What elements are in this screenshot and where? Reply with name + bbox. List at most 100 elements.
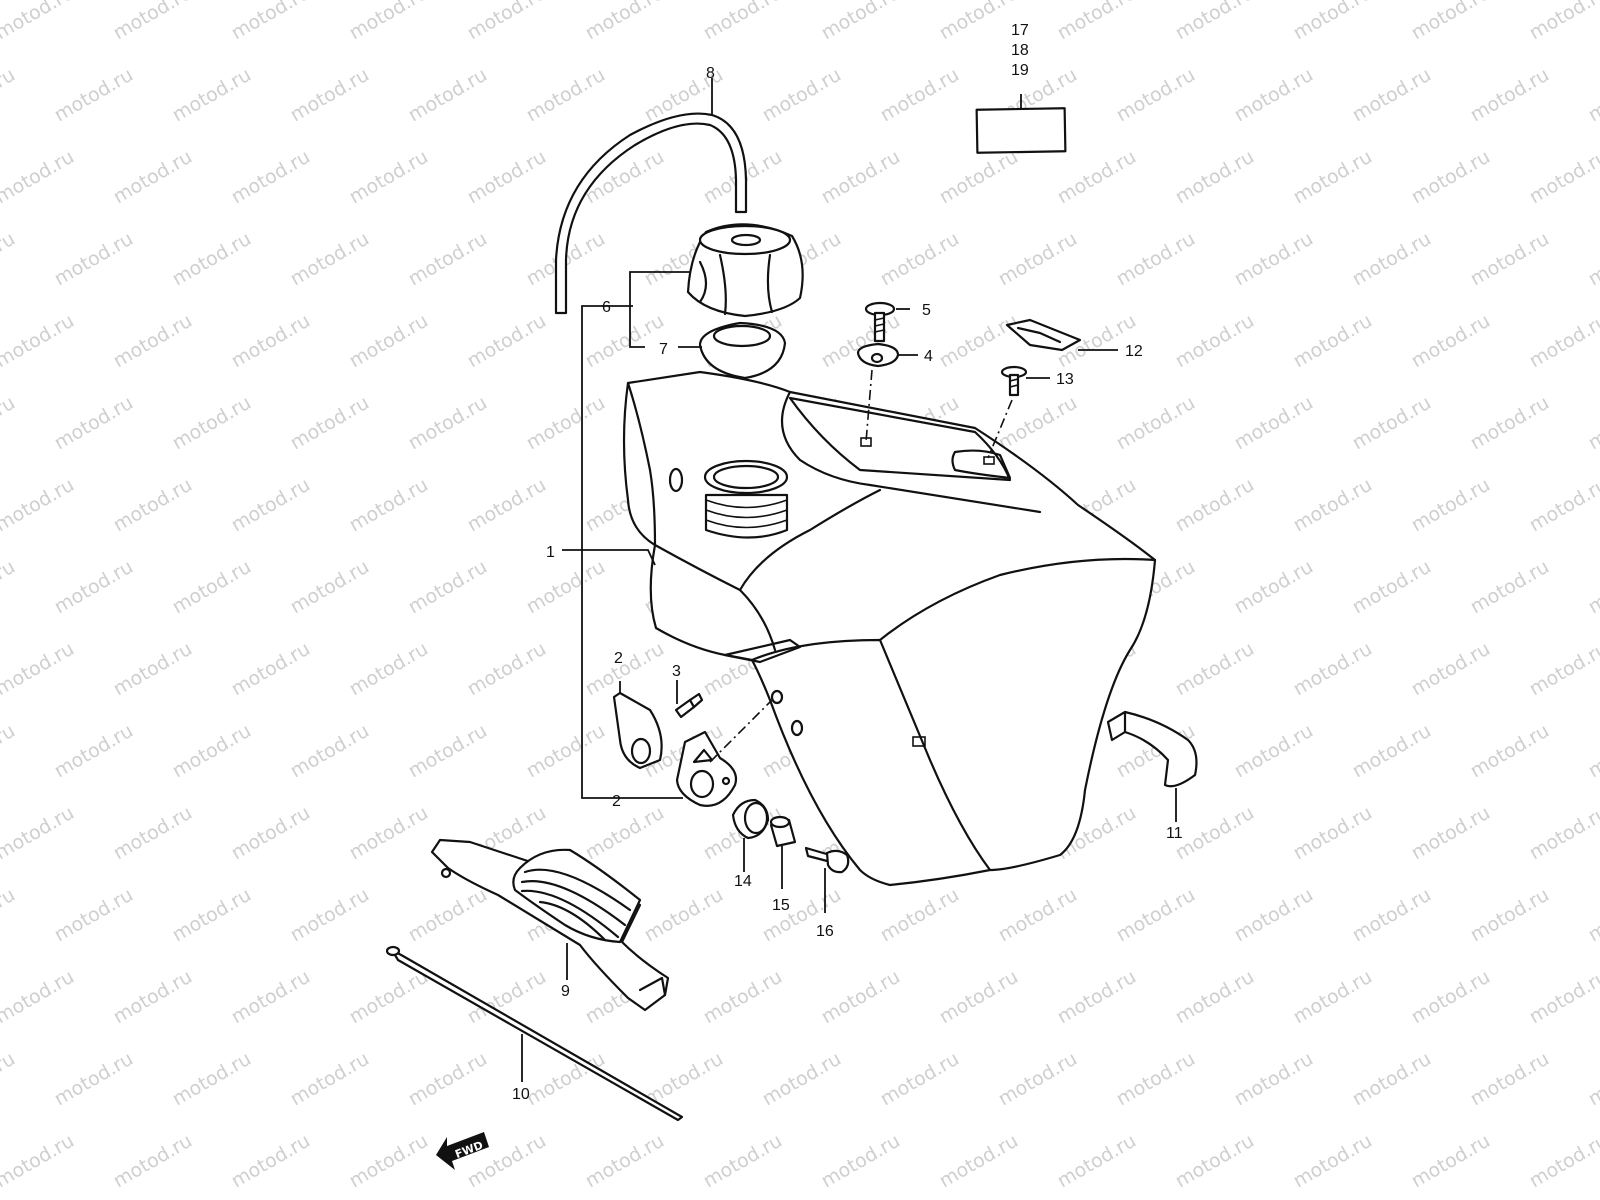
watermark-text: motod.ru: [0, 1130, 78, 1193]
watermark-text: motod.ru: [1290, 1130, 1376, 1193]
watermark-text: motod.ru: [0, 64, 19, 127]
watermark-text: motod.ru: [877, 228, 963, 291]
fuel-cap: [686, 223, 804, 318]
watermark-text: motod.ru: [287, 392, 373, 455]
watermark-text: motod.ru: [1585, 720, 1600, 783]
watermark-text: motod.ru: [1526, 0, 1600, 44]
watermark-text: motod.ru: [464, 638, 550, 701]
watermark-text: motod.ru: [169, 884, 255, 947]
watermark-text: motod.ru: [464, 0, 550, 44]
watermark-text: motod.ru: [405, 884, 491, 947]
watermark-text: motod.ru: [759, 64, 845, 127]
watermark-text: motod.ru: [1054, 146, 1140, 209]
watermark-text: motod.ru: [1290, 310, 1376, 373]
watermark-text: motod.ru: [405, 1048, 491, 1111]
watermark-text: motod.ru: [936, 146, 1022, 209]
watermark-text: motod.ru: [1172, 802, 1258, 865]
watermark-text: motod.ru: [1467, 720, 1553, 783]
watermark-text: motod.ru: [818, 0, 904, 44]
callout-4: 4: [924, 348, 933, 365]
watermark-text: motod.ru: [228, 0, 314, 44]
watermark-text: motod.ru: [0, 1048, 19, 1111]
watermark-text: motod.ru: [936, 1130, 1022, 1193]
watermark-text: motod.ru: [1526, 802, 1600, 865]
watermark-text: motod.ru: [169, 64, 255, 127]
watermark-text: motod.ru: [51, 720, 137, 783]
watermark-text: motod.ru: [1467, 884, 1553, 947]
watermark-text: motod.ru: [110, 1130, 196, 1193]
watermark-text: motod.ru: [1113, 64, 1199, 127]
watermark-text: motod.ru: [228, 474, 314, 537]
watermark-text: motod.ru: [582, 638, 668, 701]
label-plate: [975, 107, 1067, 154]
watermark-text: motod.ru: [1113, 1048, 1199, 1111]
watermark-text: motod.ru: [1290, 146, 1376, 209]
watermark-text: motod.ru: [287, 1048, 373, 1111]
watermark-text: motod.ru: [1231, 556, 1317, 619]
watermark-text: motod.ru: [523, 556, 609, 619]
watermark-text: motod.ru: [1172, 0, 1258, 44]
watermark-text: motod.ru: [1408, 310, 1494, 373]
watermark-text: motod.ru: [700, 0, 786, 44]
cable-tie-10: [385, 945, 684, 1122]
cap-gasket: [698, 321, 787, 380]
callout-1: 1: [546, 544, 555, 561]
watermark-text: motod.ru: [700, 966, 786, 1029]
watermark-text: motod.ru: [0, 228, 19, 291]
watermark-text: motod.ru: [51, 556, 137, 619]
watermark-text: motod.ru: [110, 0, 196, 44]
watermark-text: motod.ru: [877, 884, 963, 947]
watermark-text: motod.ru: [582, 802, 668, 865]
callout-17: 17: [1011, 22, 1029, 39]
callout-12: 12: [1125, 343, 1143, 360]
watermark-text: motod.ru: [1585, 556, 1600, 619]
watermark-text: motod.ru: [1467, 64, 1553, 127]
bracket-2-lower: [675, 730, 738, 807]
watermark-text: motod.ru: [0, 802, 78, 865]
watermark-text: motod.ru: [1172, 310, 1258, 373]
watermark-text: motod.ru: [1290, 0, 1376, 44]
watermark-text: motod.ru: [818, 1130, 904, 1193]
watermark-text: motod.ru: [1408, 966, 1494, 1029]
watermark-text: motod.ru: [1231, 1048, 1317, 1111]
bolt-13: [1000, 365, 1028, 397]
watermark-text: motod.ru: [110, 474, 196, 537]
watermark-text: motod.ru: [110, 146, 196, 209]
watermark-text: motod.ru: [1467, 556, 1553, 619]
watermark-text: motod.ru: [0, 638, 78, 701]
watermark-text: motod.ru: [0, 720, 19, 783]
callout-15: 15: [772, 897, 790, 914]
watermark-text: motod.ru: [169, 720, 255, 783]
watermark-text: motod.ru: [1231, 64, 1317, 127]
watermark-text: motod.ru: [346, 146, 432, 209]
watermark-text: motod.ru: [1408, 0, 1494, 44]
watermark-text: motod.ru: [346, 474, 432, 537]
watermark-text: motod.ru: [110, 802, 196, 865]
callout-3: 3: [672, 663, 681, 680]
watermark-text: motod.ru: [1290, 966, 1376, 1029]
watermark-text: motod.ru: [641, 884, 727, 947]
watermark-text: motod.ru: [995, 884, 1081, 947]
watermark-text: motod.ru: [1290, 638, 1376, 701]
watermark-text: motod.ru: [582, 310, 668, 373]
watermark-text: motod.ru: [1349, 720, 1435, 783]
watermark-text: motod.ru: [1526, 310, 1600, 373]
watermark-text: motod.ru: [228, 1130, 314, 1193]
watermark-text: motod.ru: [51, 1048, 137, 1111]
watermark-text: motod.ru: [877, 1048, 963, 1111]
rubber-strap-9: [430, 838, 670, 1012]
watermark-text: motod.ru: [51, 228, 137, 291]
watermark-text: motod.ru: [228, 146, 314, 209]
watermark-text: motod.ru: [405, 720, 491, 783]
watermark-text: motod.ru: [169, 392, 255, 455]
breather-hose: [554, 112, 748, 315]
watermark-text: motod.ru: [228, 638, 314, 701]
callout-16: 16: [816, 923, 834, 940]
watermark-text: motod.ru: [287, 64, 373, 127]
watermark-text: motod.ru: [818, 966, 904, 1029]
watermark-text: motod.ru: [464, 474, 550, 537]
fuel-tank: [622, 370, 1157, 887]
watermark-text: motod.ru: [346, 802, 432, 865]
watermark-text: motod.ru: [1585, 64, 1600, 127]
